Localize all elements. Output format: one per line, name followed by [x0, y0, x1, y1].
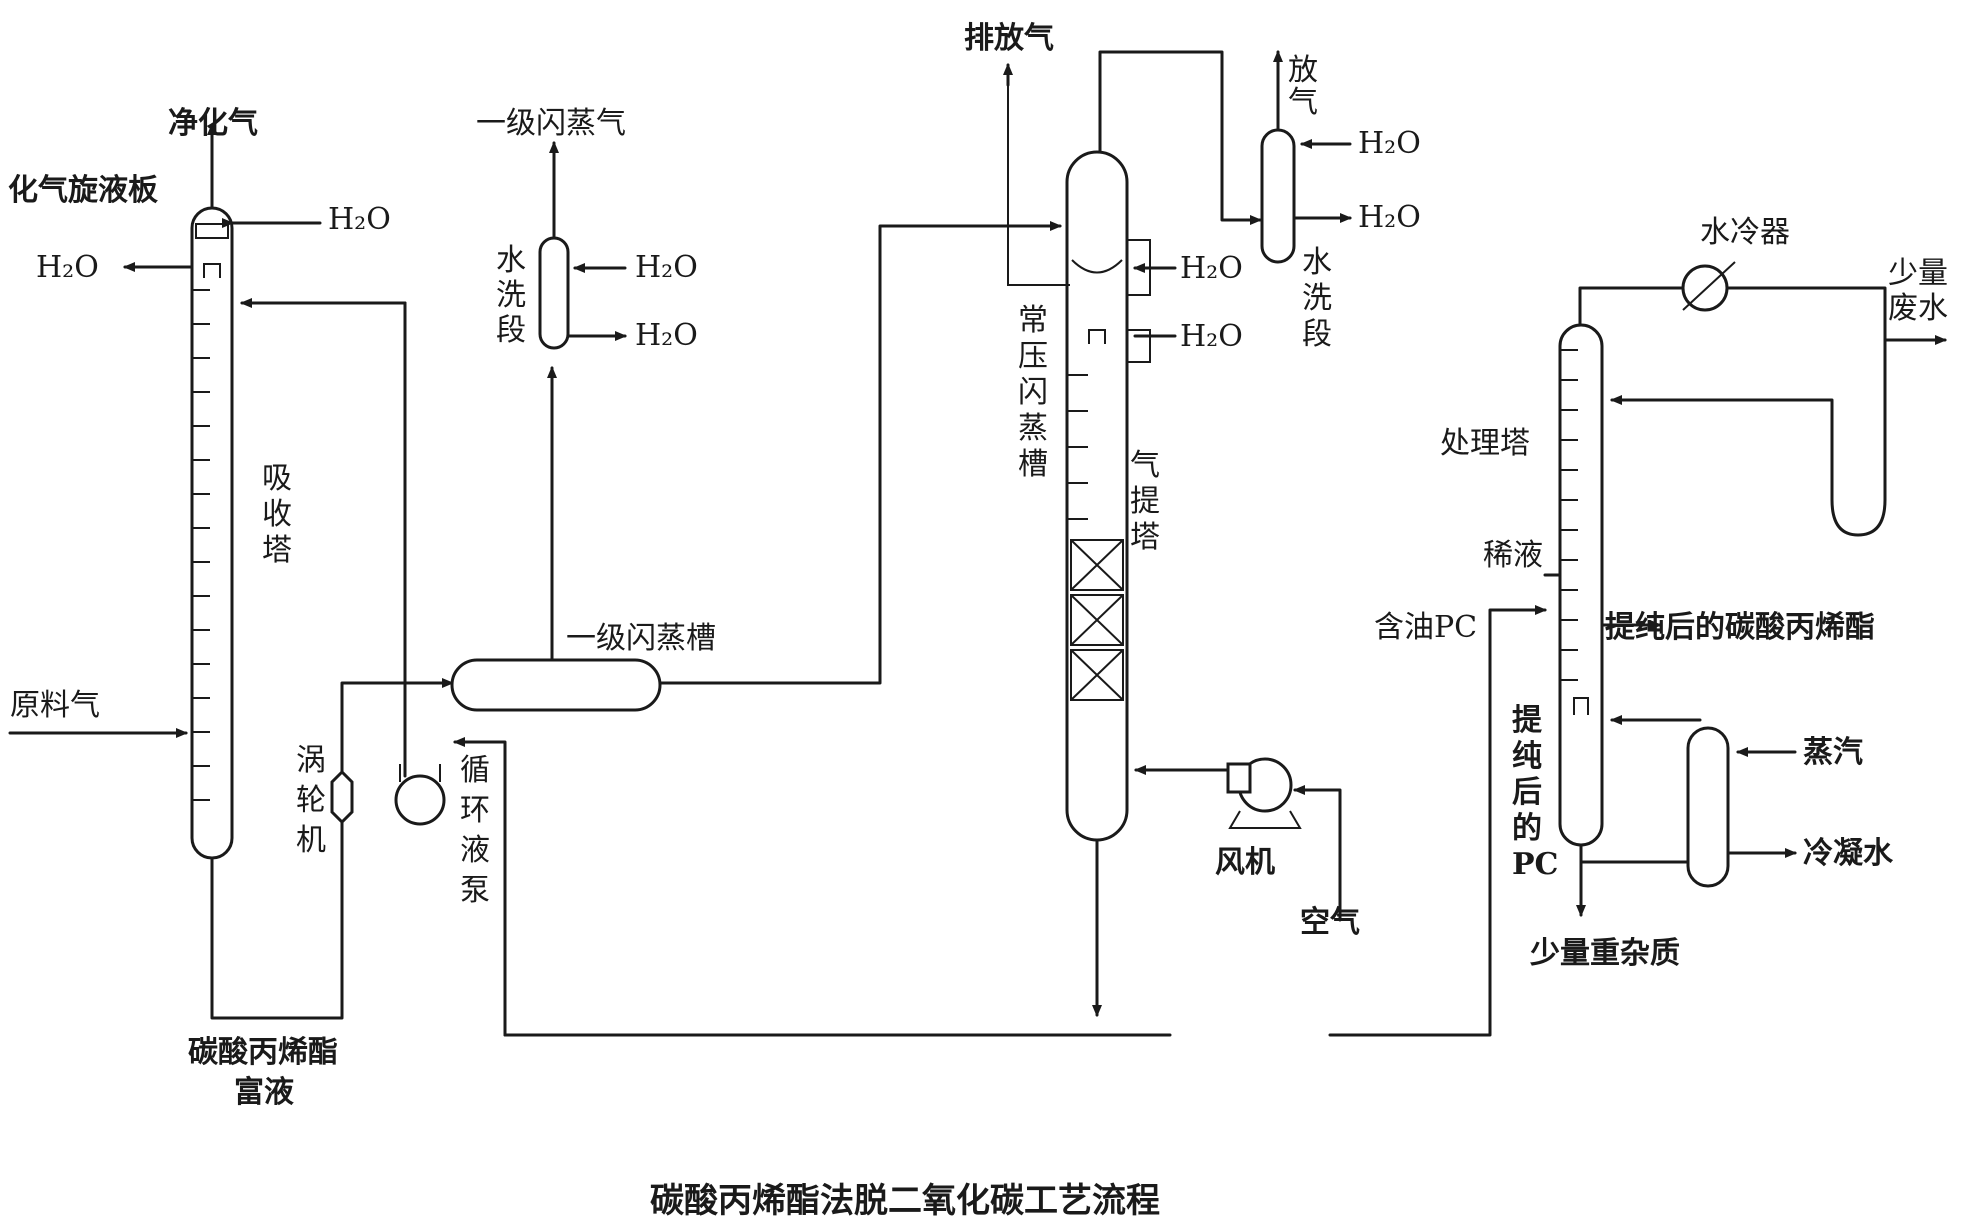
label-steam: 蒸汽: [1803, 735, 1863, 770]
flash-tank-1: [450, 658, 662, 712]
label-stripper-water-2: H₂O: [1180, 319, 1243, 354]
return-header-right: [1328, 605, 1547, 1037]
stripper-packing: [1070, 539, 1124, 701]
label-absorber-water-in: H₂O: [328, 202, 391, 237]
pump-suction-line: [453, 737, 507, 1037]
label-purified-gas: 净化气: [168, 106, 258, 141]
absorber-trays: [192, 289, 210, 801]
vent-gas-line: [1007, 65, 1070, 286]
label-absorber-water-out: H₂O: [36, 250, 99, 285]
blower-symbol: [1226, 757, 1342, 922]
label-treatment-tower: 处理塔: [1440, 426, 1530, 461]
label-wash1-water-in: H₂O: [635, 250, 698, 285]
stripper-water-loop-2: [1127, 329, 1151, 363]
label-dilute: 稀液: [1483, 538, 1543, 573]
circulation-pump-symbol: [394, 774, 446, 826]
label-rich-liquor-2: 富液: [234, 1075, 294, 1110]
reflux-loop: [1610, 348, 1887, 537]
treatment-chimney-tray: [1573, 697, 1589, 715]
label-absorber: 吸收塔: [262, 461, 292, 568]
reboiler: [1686, 726, 1730, 888]
demister-pad: [195, 223, 229, 239]
stripper-column: [1003, 50, 1262, 1017]
diagram-caption: 碳酸丙烯酯法脱二氧化碳工艺流程: [650, 1181, 1160, 1221]
label-air: 空气: [1300, 905, 1360, 940]
label-flash-vapor: 一级闪蒸气: [476, 106, 626, 141]
treatment-shell: [1558, 323, 1604, 847]
stripper-trays: [1067, 374, 1088, 520]
rich-liquor-line: [210, 780, 344, 1020]
flash-liquid-to-stripper: [658, 221, 1062, 685]
label-heavy-impurities: 少量重杂质: [1530, 936, 1680, 971]
label-blower: 风机: [1215, 845, 1275, 880]
pump-nozzles: [399, 764, 441, 782]
treatment-column: [1543, 261, 1947, 917]
turbine-symbol: [330, 769, 354, 825]
atmospheric-flash-baffle: [1071, 259, 1123, 274]
label-wash1-water-out: H₂O: [635, 318, 698, 353]
label-purified-pc-side: 提纯后的碳酸丙烯酯: [1605, 610, 1875, 645]
packing-bed: [1070, 539, 1124, 591]
wash-section-1: [538, 236, 570, 350]
label-wash2-water-out: H₂O: [1358, 200, 1421, 235]
label-wash-section-2: 水洗段: [1302, 245, 1332, 352]
label-wash2-water-in: H₂O: [1358, 126, 1421, 161]
water-cooler-coil: [1682, 261, 1736, 311]
label-vent-gas: 排放气: [964, 21, 1054, 56]
stripper-chimney-tray: [1088, 329, 1106, 344]
label-atmospheric-flash-tank: 常压闪蒸槽: [1018, 303, 1048, 482]
label-wash2-vent: 放气: [1288, 53, 1318, 120]
label-stripper-water-1: H₂O: [1180, 251, 1243, 286]
packing-bed: [1070, 594, 1124, 646]
treatment-overhead-line: [1578, 286, 1684, 327]
cooler-outlet-line: [1725, 286, 1887, 352]
label-feed-gas: 原料气: [10, 688, 100, 723]
label-waste-water-2: 废水: [1888, 291, 1948, 326]
label-waste-water-1: 少量: [1888, 256, 1948, 291]
label-stripper: 气提塔: [1130, 448, 1160, 555]
absorber-column: [8, 123, 407, 860]
label-rich-liquor-1: 碳酸丙烯酯: [188, 1035, 338, 1070]
stripper-overhead-line: [1098, 50, 1262, 225]
packing-bed: [1070, 649, 1124, 701]
turbine-to-flash-line: [340, 678, 454, 774]
label-circulation-pump: 循环液泵: [460, 753, 490, 908]
label-oily-pc: 含油PC: [1374, 610, 1477, 645]
label-demister: 化气旋液板: [8, 173, 158, 208]
label-wash-section-1: 水洗段: [496, 243, 526, 348]
label-condensate: 冷凝水: [1803, 836, 1894, 871]
label-turbine: 涡轮机: [296, 743, 326, 858]
absorber-shell: [190, 206, 234, 860]
treatment-trays: [1560, 349, 1578, 681]
label-water-cooler: 水冷器: [1700, 215, 1790, 250]
wash-section-2: [1260, 128, 1296, 264]
chimney-tray: [203, 263, 221, 278]
label-flash-tank-1: 一级闪蒸槽: [566, 621, 716, 656]
stripper-shell: [1065, 150, 1129, 842]
